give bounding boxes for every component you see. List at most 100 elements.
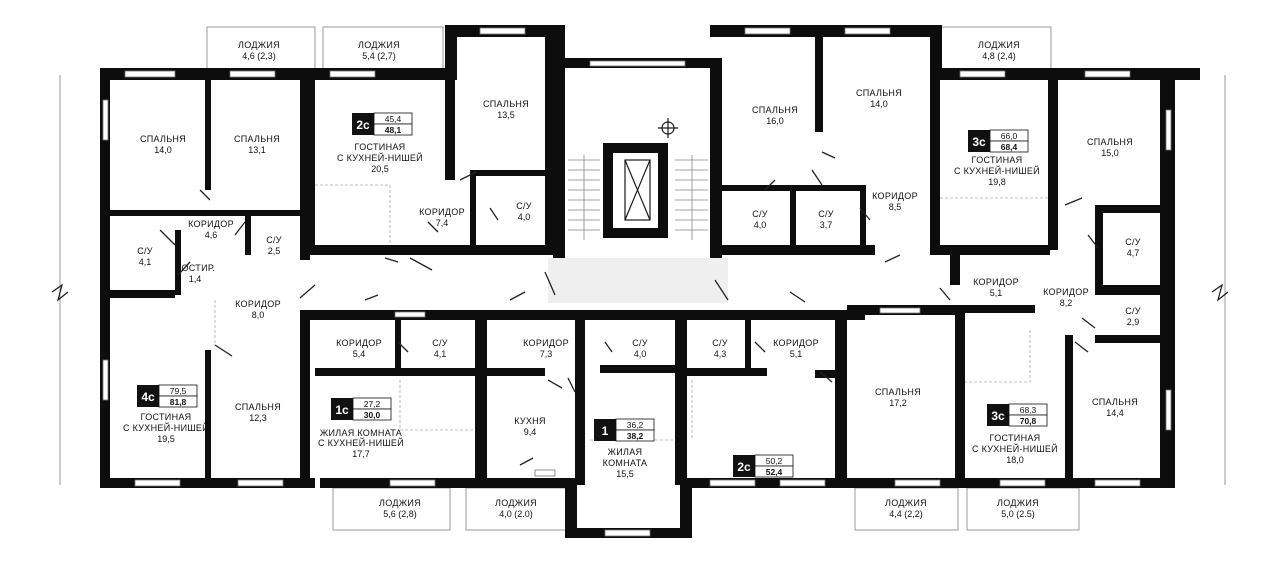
room-label: С/У2,9 bbox=[1125, 306, 1141, 327]
plan-text: 2с bbox=[737, 460, 751, 474]
plan-text: С/У bbox=[752, 209, 768, 219]
plan-text: 4,0 bbox=[518, 212, 531, 222]
plan-text: 5,1 bbox=[990, 288, 1003, 298]
plan-text: С/У bbox=[1125, 306, 1141, 316]
plan-text: ЛОДЖИЯ bbox=[238, 40, 280, 50]
plan-text: 20,5 bbox=[371, 164, 389, 174]
room-label: С/У4,1 bbox=[432, 338, 448, 359]
plan-text: 4,0 bbox=[754, 220, 767, 230]
apartment-badge-2c-bottom: 2с 50,2 52,4 bbox=[733, 454, 794, 478]
plan-text: С КУХНЕЙ-НИШЕЙ bbox=[123, 422, 209, 433]
plan-text: ЖИЛАЯ bbox=[608, 447, 643, 457]
plan-text: 48,1 bbox=[385, 125, 402, 135]
plan-text: 50,2 bbox=[766, 456, 783, 466]
plan-text: 8,5 bbox=[889, 202, 902, 212]
plan-text: КОРИДОР bbox=[336, 338, 382, 348]
plan-text: С КУХНЕЙ-НИШЕЙ bbox=[337, 152, 423, 163]
room-label: С/У2,5 bbox=[266, 235, 282, 256]
plan-text: СПАЛЬНЯ bbox=[1092, 397, 1138, 407]
plan-text: 2,5 bbox=[268, 246, 281, 256]
plan-text: 1с bbox=[335, 403, 349, 417]
plan-text: ЛОДЖИЯ bbox=[885, 498, 927, 508]
apartment-badges: 4с 79,5 81,8 2с 45,4 48,1 1с 27,2 30,0 1 bbox=[137, 112, 1048, 478]
room-label: С/У3,7 bbox=[818, 209, 834, 230]
plan-text: 68,3 bbox=[1020, 405, 1037, 415]
plan-text: 5,6 (2,8) bbox=[383, 509, 417, 519]
plan-text: 3с bbox=[991, 409, 1005, 423]
plan-text: 4,6 bbox=[205, 230, 218, 240]
plan-text: 52,4 bbox=[766, 467, 783, 477]
plan-text: СПАЛЬНЯ bbox=[1087, 137, 1133, 147]
plan-text: ЛОДЖИЯ bbox=[997, 498, 1039, 508]
plan-text: 66,0 bbox=[1001, 131, 1018, 141]
plan-text: С/У bbox=[516, 201, 532, 211]
plan-text: 3с bbox=[972, 135, 986, 149]
plan-text: 13,1 bbox=[248, 145, 266, 155]
plan-text: 4,8 (2,4) bbox=[982, 51, 1016, 61]
plan-text: СПАЛЬНЯ bbox=[752, 105, 798, 115]
plan-text: 4,7 bbox=[1127, 248, 1140, 258]
plan-text: ЛОДЖИЯ bbox=[379, 498, 421, 508]
plan-text: С/У bbox=[137, 246, 153, 256]
plan-text: КУХНЯ bbox=[514, 416, 546, 426]
plan-text: 8,2 bbox=[1060, 298, 1073, 308]
plan-text: 14,4 bbox=[1106, 408, 1124, 418]
plan-text: КОРИДОР bbox=[1043, 287, 1089, 297]
apartment-badge-1: 1 36,2 38,2 bbox=[594, 418, 655, 442]
room-label: С/У4,3 bbox=[712, 338, 727, 359]
plan-text: 30,0 bbox=[364, 410, 381, 420]
plan-text: КОРИДОР bbox=[773, 338, 819, 348]
plan-text: 7,3 bbox=[540, 349, 553, 359]
plan-text: КОМНАТА bbox=[603, 458, 648, 468]
stairwell bbox=[548, 118, 728, 303]
plan-text: 19,5 bbox=[157, 434, 175, 444]
plan-text: КОРИДОР bbox=[523, 338, 569, 348]
plan-text: 27,2 bbox=[364, 399, 381, 409]
plan-text: 5,4 (2,7) bbox=[362, 51, 396, 61]
plan-text: СПАЛЬНЯ bbox=[483, 99, 529, 109]
plan-text: 15,0 bbox=[1101, 148, 1119, 158]
plan-text: 14,0 bbox=[870, 99, 888, 109]
plan-text: С/У bbox=[818, 209, 834, 219]
plan-text: 17,7 bbox=[352, 449, 370, 459]
plan-text: КОРИДОР bbox=[188, 219, 234, 229]
plan-text: 19,8 bbox=[988, 177, 1006, 187]
plan-text: 4,3 bbox=[714, 349, 727, 359]
plan-text: 4,1 bbox=[434, 349, 447, 359]
doors bbox=[159, 151, 1099, 466]
plan-text: С/У bbox=[432, 338, 448, 348]
plan-text: 36,2 bbox=[627, 420, 644, 430]
plan-text: 16,0 bbox=[766, 116, 784, 126]
plan-text: 5,0 (2.5) bbox=[1001, 509, 1035, 519]
plan-text: 68,4 bbox=[1001, 142, 1018, 152]
plan-text: КОРИДОР bbox=[973, 277, 1019, 287]
plan-text: ГОСТИНАЯ bbox=[355, 142, 406, 152]
plan-text: ГОСТИНАЯ bbox=[990, 433, 1041, 443]
plan-text: СПАЛЬНЯ bbox=[856, 88, 902, 98]
room-label: С/У4,0 bbox=[752, 209, 768, 230]
apartment-total-area: 81,8 bbox=[170, 397, 187, 407]
plan-text: СПАЛЬНЯ bbox=[875, 387, 921, 397]
plan-text: С КУХНЕЙ-НИШЕЙ bbox=[954, 165, 1040, 176]
plan-text: С/У bbox=[266, 235, 282, 245]
plan-text: 4,0 bbox=[634, 349, 647, 359]
plan-text: С КУХНЕЙ-НИШЕЙ bbox=[318, 437, 404, 448]
